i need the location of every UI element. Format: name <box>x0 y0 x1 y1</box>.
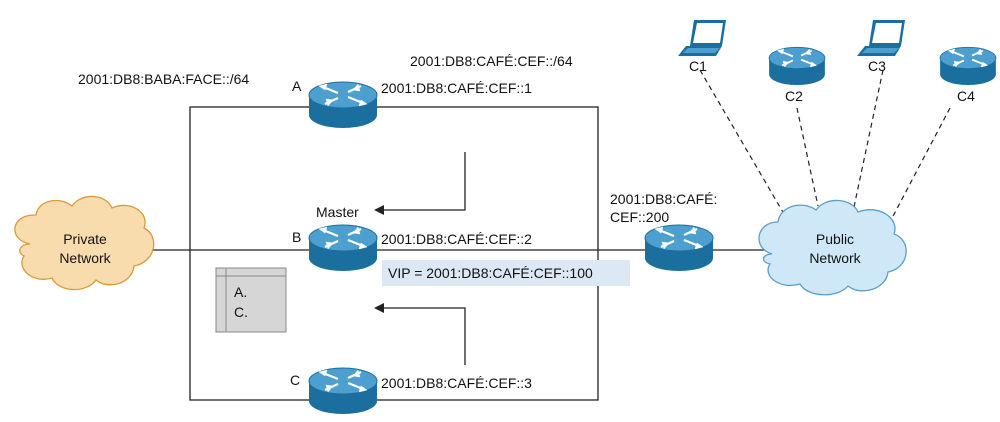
gateway-address-line2: CEF::200 <box>610 209 669 225</box>
router-c-address: 2001:DB8:CAFÉ:CEF::3 <box>381 375 532 391</box>
link-c4 <box>891 107 951 219</box>
router-icon <box>643 223 715 273</box>
vip-label: VIP = 2001:DB8:CAFÉ:CEF::100 <box>388 265 593 281</box>
router-a-address: 2001:DB8:CAFÉ:CEF::1 <box>381 80 532 96</box>
router-b-address: 2001:DB8:CAFÉ:CEF::2 <box>381 231 532 247</box>
router-icon <box>307 80 379 130</box>
link-c1 <box>699 69 785 215</box>
arrow-c-to-master <box>380 307 466 365</box>
arrow-head-top <box>374 205 384 215</box>
laptop-icon <box>857 20 905 56</box>
link-c3 <box>853 69 884 208</box>
router-a-letter: A <box>292 78 302 94</box>
router-c[interactable] <box>307 366 379 416</box>
router-icon <box>307 223 379 273</box>
router-icon <box>307 366 379 416</box>
arrow-a-to-master <box>380 152 466 211</box>
table-row-1: A. <box>234 284 247 300</box>
lan-segment-box <box>189 106 599 401</box>
client-c3-label: C3 <box>868 58 886 74</box>
top-prefix-label: 2001:DB8:CAFÉ:CEF::/64 <box>410 53 573 69</box>
router-b[interactable] <box>307 223 379 273</box>
master-label: Master <box>316 204 359 220</box>
client-c1-label: C1 <box>689 58 707 74</box>
link-c2 <box>796 107 819 207</box>
router-a[interactable] <box>307 80 379 130</box>
public-cloud-label-2: Network <box>809 250 861 266</box>
gateway-address-line1: 2001:DB8:CAFÉ: <box>610 191 717 207</box>
client-c1[interactable] <box>678 20 726 56</box>
public-network-cloud: Public Network <box>758 199 907 296</box>
client-c4[interactable] <box>939 46 997 86</box>
router-b-letter: B <box>292 229 301 245</box>
private-cloud-label-1: Private <box>63 231 107 247</box>
router-icon <box>768 46 826 86</box>
private-cloud-label-2: Network <box>59 250 111 266</box>
client-c2-label: C2 <box>785 88 803 104</box>
client-c4-label: C4 <box>957 88 975 104</box>
public-cloud-label-1: Public <box>816 231 854 247</box>
arrow-head-bottom <box>374 303 384 313</box>
private-network-cloud: Private Network <box>14 195 155 291</box>
client-c2[interactable] <box>768 46 826 86</box>
laptop-icon <box>678 20 726 56</box>
vip-box <box>382 260 630 286</box>
left-prefix-label: 2001:DB8:BABA:FACE::/64 <box>78 71 249 87</box>
priority-table: A. C. <box>215 267 287 333</box>
table-row-2: C. <box>234 304 248 320</box>
client-c3[interactable] <box>857 20 905 56</box>
router-c-letter: C <box>290 372 300 388</box>
gateway-router[interactable] <box>643 223 715 273</box>
router-icon <box>939 46 997 86</box>
